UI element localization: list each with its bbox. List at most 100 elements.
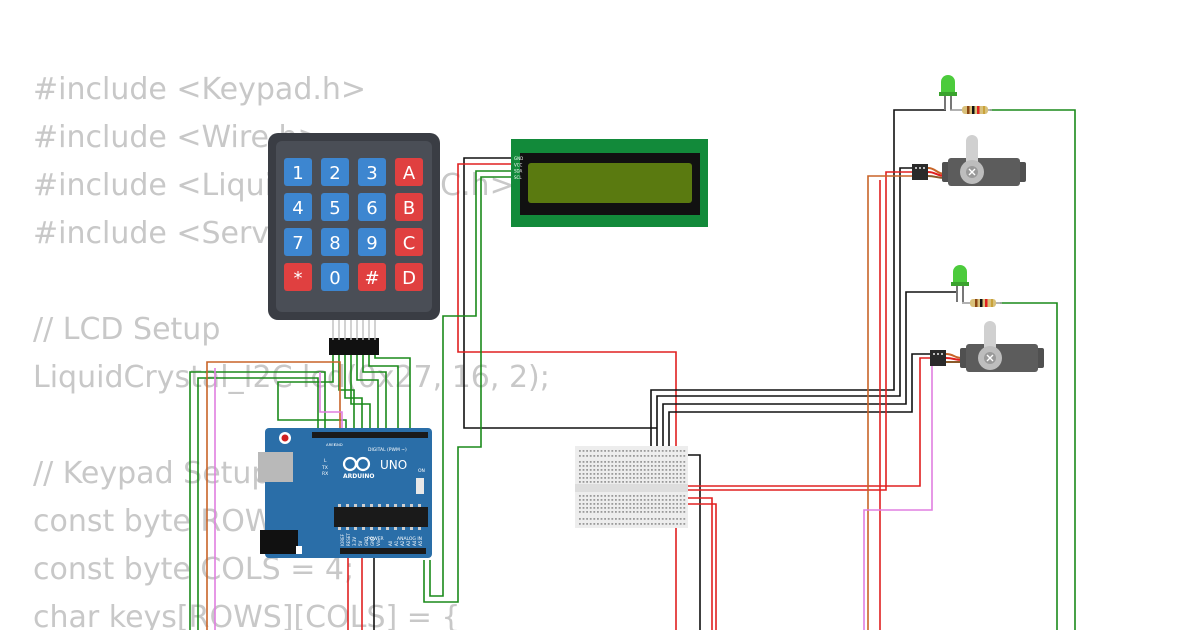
breadboard-hole bbox=[618, 495, 621, 497]
wire-lcd-scl[interactable] bbox=[423, 176, 513, 603]
breadboard-hole bbox=[640, 518, 642, 520]
wire-bb-servo1-gnd[interactable] bbox=[656, 167, 914, 455]
breadboard-hole bbox=[661, 450, 664, 452]
keypad-key[interactable]: 3 bbox=[358, 158, 386, 186]
wire-keypad-4[interactable] bbox=[350, 340, 371, 434]
breadboard-hole bbox=[636, 455, 639, 457]
arduino-power-pin-label: 5V bbox=[358, 540, 363, 546]
breadboard-hole bbox=[651, 499, 653, 501]
keypad-key[interactable]: C bbox=[395, 228, 423, 256]
breadboard-hole bbox=[607, 469, 610, 471]
breadboard-hole bbox=[604, 473, 606, 475]
keypad-key[interactable]: D bbox=[395, 263, 423, 291]
wire-bb-led2[interactable] bbox=[662, 291, 958, 455]
wire-bb-black-rail[interactable] bbox=[686, 454, 701, 630]
wire-left-orange[interactable] bbox=[206, 361, 341, 630]
breadboard-hole bbox=[589, 507, 592, 509]
wire-lcd-gnd[interactable] bbox=[463, 157, 657, 429]
keypad-key[interactable]: 9 bbox=[358, 228, 386, 256]
breadboard-hole bbox=[647, 473, 650, 475]
breadboard-hole bbox=[679, 481, 682, 483]
wire-bb-red-bottom[interactable] bbox=[680, 503, 717, 630]
wire-keypad-2[interactable] bbox=[338, 340, 355, 434]
wire-servo1-signal[interactable] bbox=[867, 175, 914, 630]
keypad-key[interactable]: 7 bbox=[284, 228, 312, 256]
led-2[interactable] bbox=[951, 265, 969, 302]
keypad-key[interactable]: 4 bbox=[284, 193, 312, 221]
keypad-key-label: 6 bbox=[366, 198, 377, 219]
breadboard-hole bbox=[643, 465, 646, 467]
keypad-key[interactable]: 1 bbox=[284, 158, 312, 186]
keypad-key[interactable]: 2 bbox=[321, 158, 349, 186]
wire-lcd-vcc[interactable] bbox=[457, 163, 677, 630]
wire-left-pink[interactable] bbox=[319, 372, 343, 434]
breadboard-hole bbox=[625, 477, 628, 479]
keypad-key[interactable]: * bbox=[284, 263, 312, 291]
breadboard-hole bbox=[665, 507, 668, 509]
breadboard-hole bbox=[640, 481, 642, 483]
breadboard-hole bbox=[676, 511, 678, 513]
keypad-key[interactable]: A bbox=[395, 158, 423, 186]
breadboard-hole bbox=[611, 499, 614, 501]
breadboard-hole bbox=[683, 477, 686, 479]
keypad-key[interactable]: 8 bbox=[321, 228, 349, 256]
arduino-power-pin-label: IOREF bbox=[340, 533, 345, 546]
wire-left-green-2[interactable] bbox=[197, 377, 319, 630]
keypad-key[interactable]: 0 bbox=[321, 263, 349, 291]
keypad-key-label: 7 bbox=[292, 233, 303, 254]
wire-keypad-5[interactable] bbox=[356, 340, 379, 434]
wire-bb-led1[interactable] bbox=[650, 109, 946, 455]
wire-left-green-1[interactable] bbox=[189, 371, 326, 630]
arduino-brand-label: ARDUINO bbox=[343, 473, 374, 480]
led-1[interactable] bbox=[939, 75, 957, 110]
breadboard-hole bbox=[661, 473, 664, 475]
keypad-key[interactable]: 6 bbox=[358, 193, 386, 221]
wire-led2-resistor[interactable] bbox=[1000, 302, 1058, 630]
breadboard-hole bbox=[593, 495, 596, 497]
wire-keypad-1[interactable] bbox=[277, 340, 347, 434]
breadboard-hole bbox=[665, 518, 668, 520]
breadboard-hole bbox=[582, 511, 585, 513]
breadboard-hole bbox=[593, 499, 596, 501]
breadboard-hole bbox=[665, 477, 668, 479]
breadboard-hole bbox=[640, 523, 642, 525]
breadboard-hole bbox=[672, 523, 675, 525]
breadboard-hole bbox=[604, 523, 606, 525]
breadboard-hole bbox=[582, 455, 585, 457]
arduino-model-label: UNO bbox=[380, 458, 407, 472]
wire-keypad-6[interactable] bbox=[362, 340, 387, 434]
breadboard-hole bbox=[679, 499, 682, 501]
wire-bb-servo2-gnd[interactable] bbox=[668, 353, 932, 455]
breadboard-hole bbox=[597, 477, 599, 479]
breadboard-hole bbox=[625, 507, 628, 509]
breadboard-hole bbox=[683, 523, 686, 525]
breadboard-hole bbox=[625, 511, 628, 513]
keypad-key[interactable]: # bbox=[358, 263, 386, 291]
wire-servo1-vcc[interactable] bbox=[670, 171, 914, 491]
servo-2[interactable] bbox=[930, 321, 1044, 372]
wire-lcd-sda[interactable] bbox=[429, 170, 513, 597]
keypad-key[interactable]: B bbox=[395, 193, 423, 221]
wire-servo2-vcc[interactable] bbox=[672, 357, 932, 487]
wire-servo2-signal[interactable] bbox=[863, 362, 933, 630]
breadboard-hole bbox=[597, 465, 599, 467]
breadboard-hole bbox=[615, 473, 617, 475]
servo-1[interactable] bbox=[912, 135, 1026, 186]
arduino-power-jack bbox=[260, 530, 298, 554]
breadboard-hole bbox=[676, 518, 678, 520]
wire-led1-resistor[interactable] bbox=[990, 109, 1076, 630]
breadboard-hole bbox=[654, 450, 657, 452]
arduino-power-pin-label: GND bbox=[364, 537, 369, 546]
breadboard-hole bbox=[589, 450, 592, 452]
breadboard-hole bbox=[604, 477, 606, 479]
breadboard-hole bbox=[647, 465, 650, 467]
wire-keypad-3[interactable] bbox=[344, 340, 363, 434]
wire-keypad-8[interactable] bbox=[374, 340, 411, 434]
arduino-power-pin-label: Vin bbox=[376, 539, 381, 546]
breadboard-hole bbox=[582, 461, 585, 463]
breadboard-hole bbox=[611, 518, 614, 520]
keypad-key[interactable]: 5 bbox=[321, 193, 349, 221]
breadboard-hole bbox=[611, 477, 614, 479]
breadboard-hole bbox=[615, 507, 617, 509]
breadboard-hole bbox=[618, 523, 621, 525]
